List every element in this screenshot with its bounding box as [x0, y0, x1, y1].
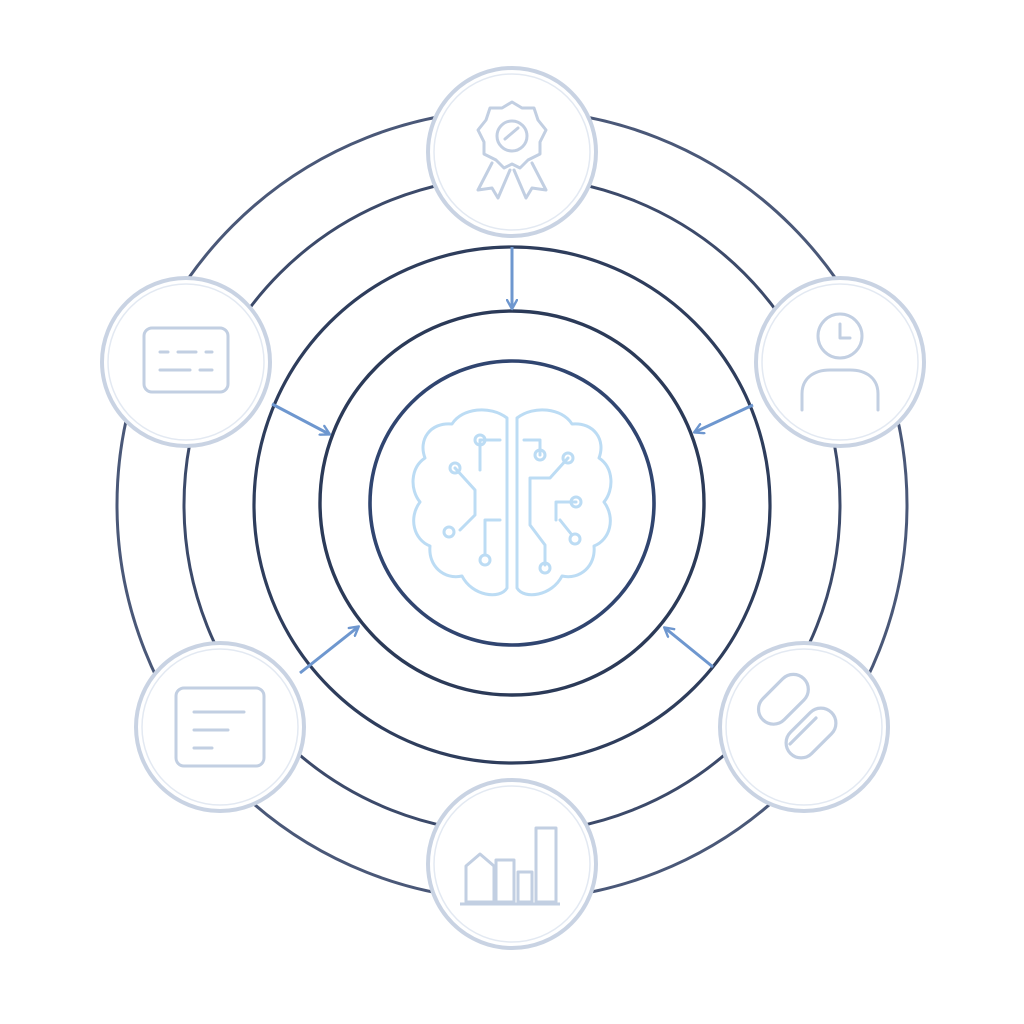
node-award[interactable] — [426, 66, 598, 238]
chain-link-icon — [756, 672, 838, 760]
node-link[interactable] — [718, 641, 890, 813]
arrow-user — [695, 403, 754, 432]
award-badge-icon — [476, 100, 548, 200]
keyboard-icon — [142, 326, 230, 394]
node-chart[interactable] — [426, 778, 598, 950]
document-text-icon — [174, 686, 266, 768]
brain-circuit-icon — [411, 408, 613, 597]
arrow-document — [299, 627, 358, 675]
arrows — [271, 247, 754, 675]
node-keyboard[interactable] — [100, 276, 272, 448]
third-ring — [252, 245, 772, 765]
fourth-ring — [318, 309, 706, 697]
arrow-keyboard — [271, 402, 329, 434]
inner-ring — [368, 359, 656, 647]
user-clock-icon — [800, 312, 880, 412]
node-user[interactable] — [754, 276, 926, 448]
node-document[interactable] — [134, 641, 306, 813]
bar-chart-icon — [460, 826, 560, 906]
arrow-link — [665, 628, 714, 669]
